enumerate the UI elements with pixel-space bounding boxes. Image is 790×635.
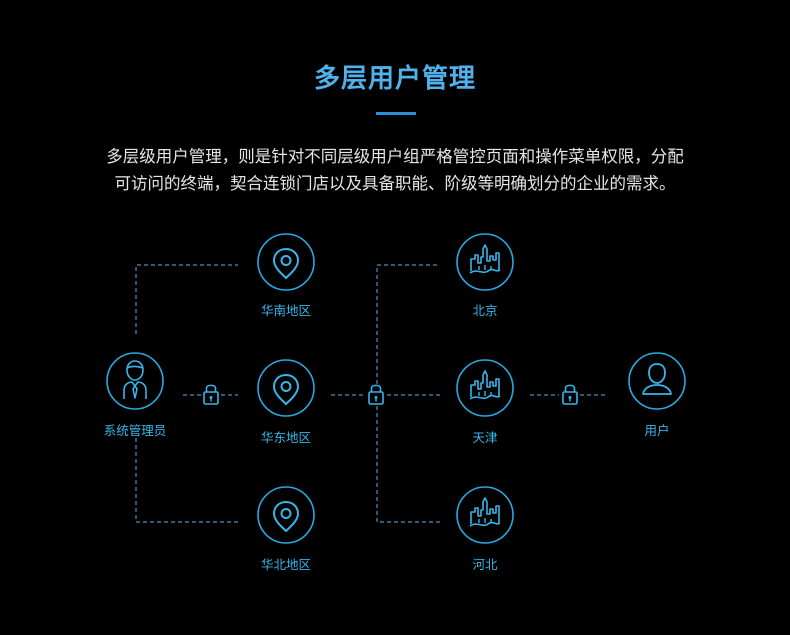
city-label-hebei: 河北 [472,557,498,572]
city-node-hebei [456,486,514,544]
city-label-beijing: 北京 [472,303,498,318]
admin-person-icon [123,360,147,399]
region-label-east: 华东地区 [260,430,311,445]
title-underline [376,112,416,115]
admin-to-north-line [135,438,238,523]
city-node-beijing [456,233,514,291]
description-line-2: 可访问的终端，契合连锁门店以及具备职能、阶级等明确划分的企业的需求。 [114,174,676,193]
city-skyline-icon [469,244,501,274]
admin-label: 系统管理员 [103,423,167,438]
region-label-north: 华北地区 [260,557,311,572]
location-pin-icon [273,248,299,279]
lock-icon [562,384,578,405]
location-pin-icon [273,374,299,405]
page-description: 多层级用户管理，则是针对不同层级用户组严格管控页面和操作菜单权限，分配 可访问的… [60,143,730,197]
location-pin-icon [273,501,299,532]
city-skyline-icon [469,497,501,527]
user-node [628,352,686,410]
user-icon [642,363,672,395]
lock-icon [368,384,384,405]
city-skyline-icon [469,370,501,400]
region-node-east [257,359,315,417]
lock-icon [203,384,219,405]
city-node-tianjin [456,359,514,417]
city-label-tianjin: 天津 [472,430,498,445]
user-label: 用户 [644,423,670,438]
connection-lines [135,264,606,523]
admin-to-south-line [135,264,238,334]
cities-vertical-line [376,264,440,523]
region-node-north [257,486,315,544]
description-line-1: 多层级用户管理，则是针对不同层级用户组严格管控页面和操作菜单权限，分配 [106,147,684,166]
page-title: 多层用户管理 [313,64,476,94]
admin-node [106,352,164,410]
region-label-south: 华南地区 [260,303,311,318]
region-node-south [257,233,315,291]
